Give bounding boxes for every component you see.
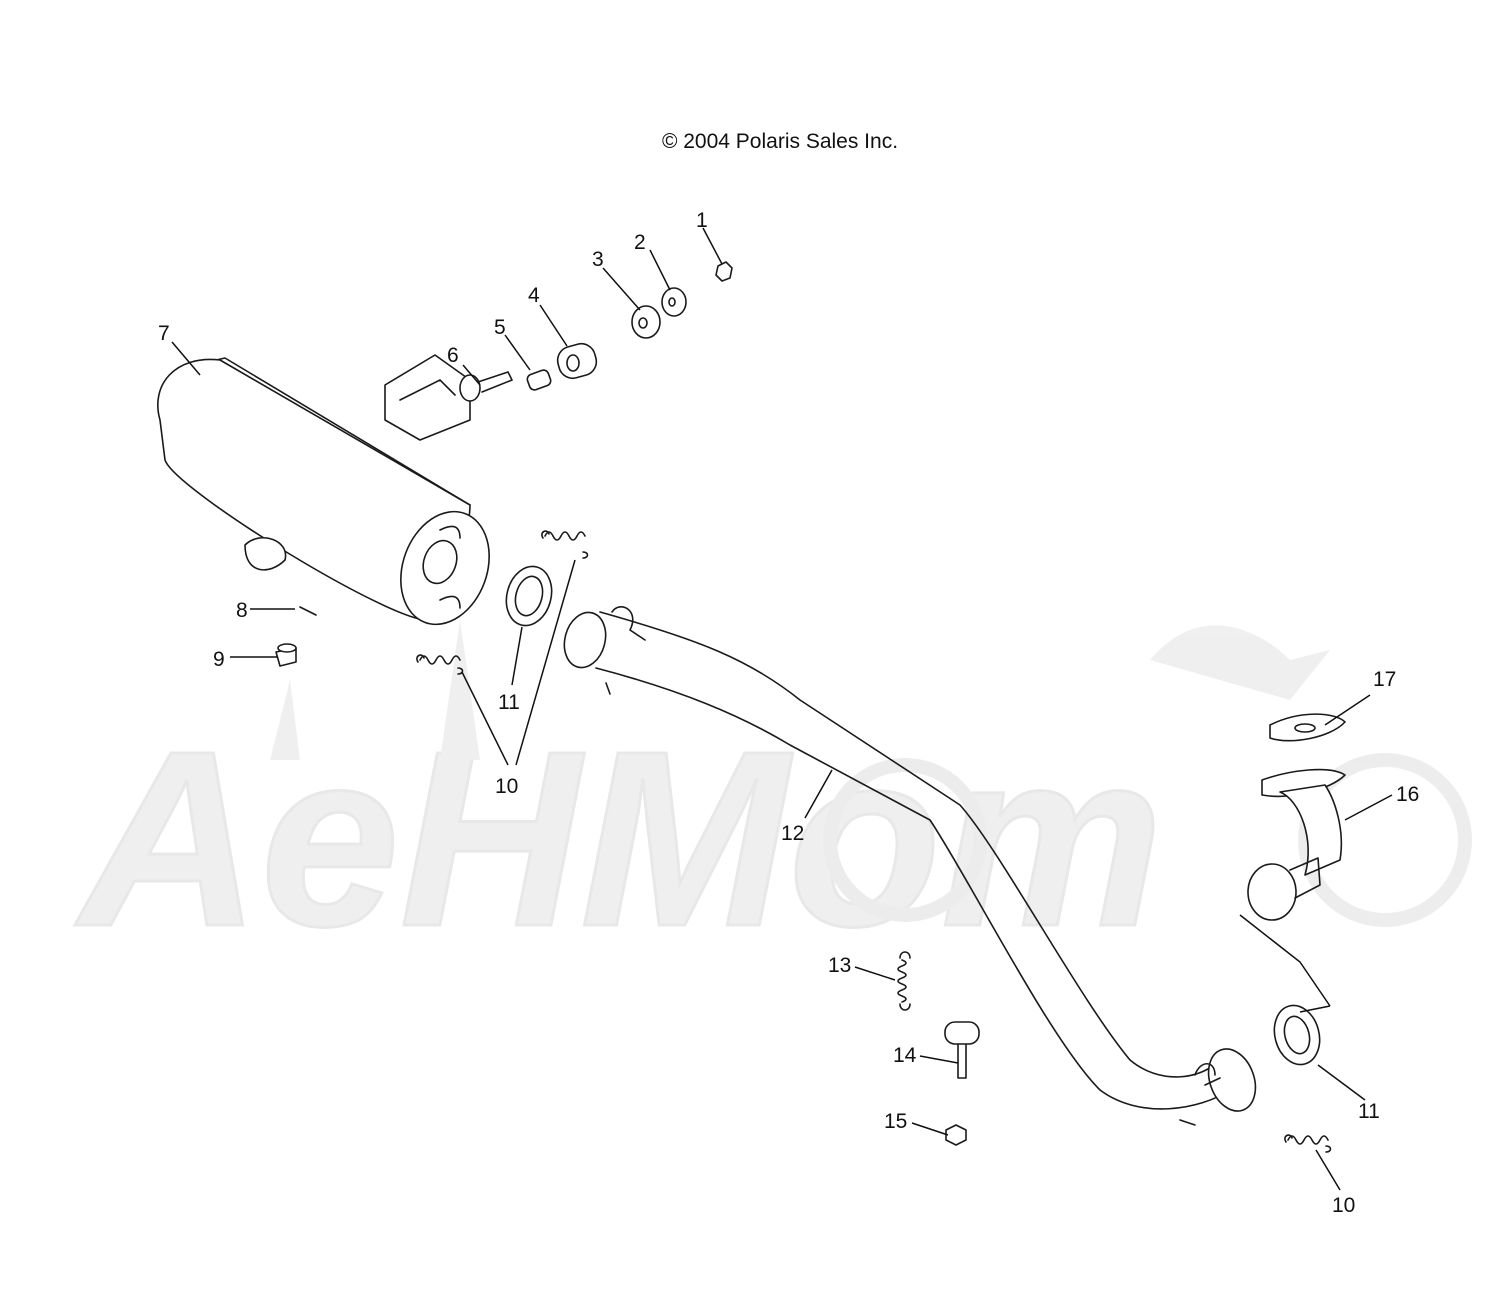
gasket-ring-right	[1273, 1004, 1321, 1066]
callout-10a: 10	[495, 775, 518, 798]
callout-4: 4	[528, 284, 540, 307]
callout-11b: 11	[1358, 1100, 1380, 1123]
muffler	[157, 354, 490, 626]
callout-6: 6	[447, 344, 459, 367]
callout-14: 14	[893, 1044, 917, 1067]
bolt-14	[944, 1021, 980, 1079]
callout-10b: 10	[1332, 1194, 1355, 1217]
gasket-ring-left	[505, 565, 553, 627]
washer-small	[661, 287, 687, 317]
leader-lines	[171, 227, 1393, 1191]
callout-8: 8	[236, 599, 248, 622]
gasket-17	[1269, 713, 1346, 742]
bushing	[526, 369, 552, 391]
callout-13: 13	[828, 954, 851, 977]
exhaust-elbow	[1247, 768, 1346, 921]
spring-lower	[416, 654, 464, 675]
nut-15	[945, 1124, 967, 1146]
nut	[715, 261, 733, 282]
callout-17: 17	[1373, 668, 1396, 691]
head-pipe	[563, 606, 1257, 1126]
fastener	[275, 643, 297, 667]
watermark-text: AeHMom	[74, 699, 1163, 978]
spring-upper	[541, 530, 589, 559]
callout-7: 7	[158, 322, 170, 345]
callout-11a: 11	[498, 691, 520, 714]
callout-1: 1	[696, 209, 708, 232]
spring-right	[1284, 1134, 1332, 1153]
callout-labels: 1 2 3 4 5 6 7 8 9 10 11 12 13 14 15 16 1…	[158, 209, 1419, 1217]
callout-9: 9	[213, 648, 225, 671]
callout-12: 12	[781, 822, 804, 845]
washer-large	[631, 305, 661, 339]
watermark: AeHMom	[73, 620, 1472, 980]
callout-3: 3	[592, 248, 604, 271]
callout-2: 2	[634, 231, 646, 254]
grommet	[556, 342, 598, 380]
pin	[299, 606, 317, 616]
bolt	[459, 371, 513, 402]
callout-5: 5	[494, 316, 506, 339]
copyright-notice: © 2004 Polaris Sales Inc.	[661, 130, 899, 153]
callout-16: 16	[1396, 783, 1419, 806]
callout-15: 15	[884, 1110, 907, 1133]
spring-13	[897, 951, 911, 1011]
